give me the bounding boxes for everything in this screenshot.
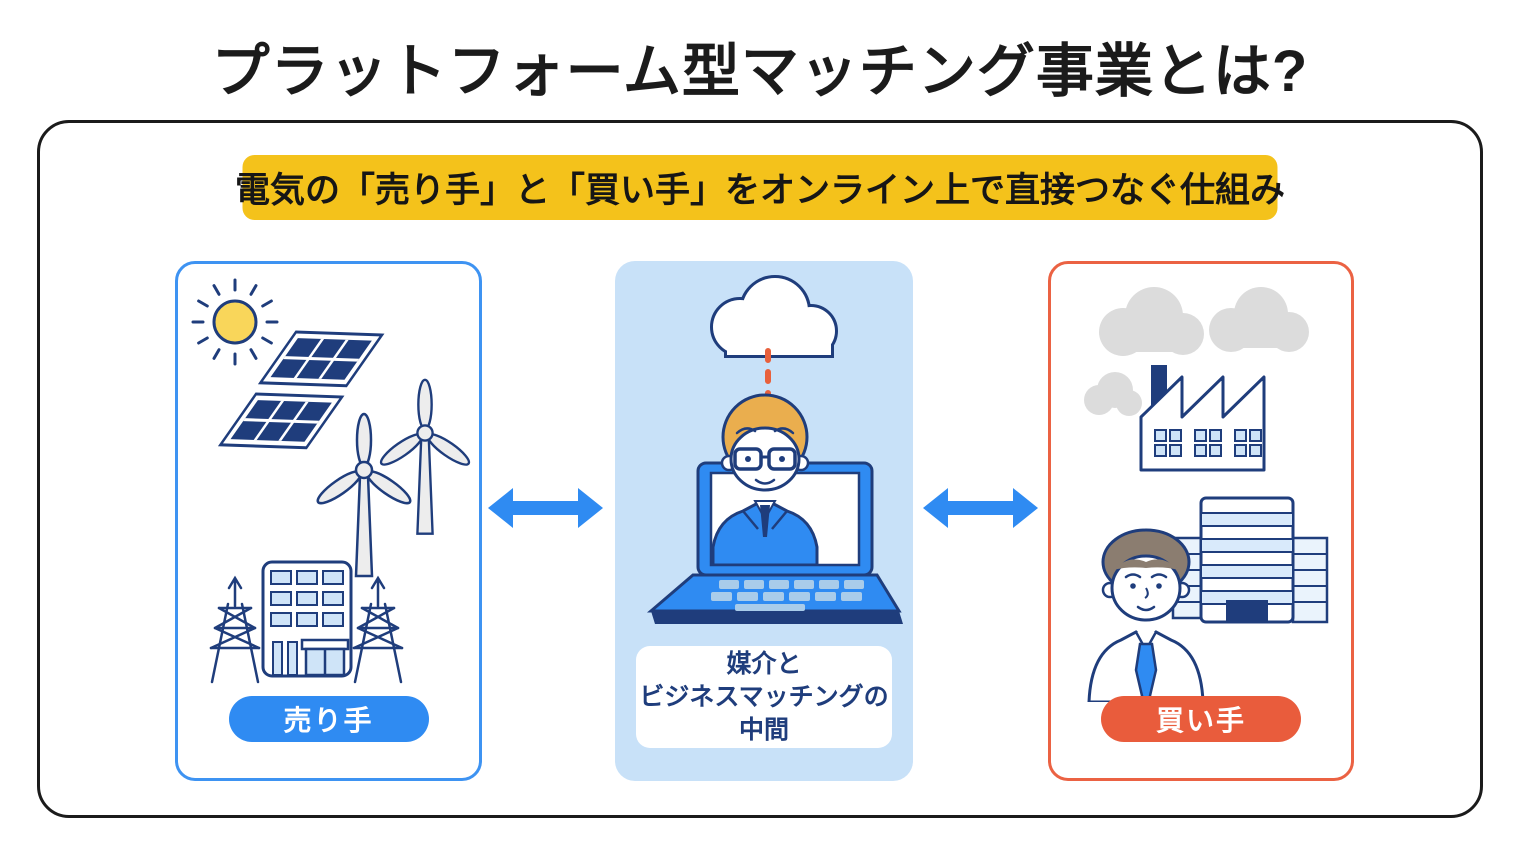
buyer-panel: 買い手 [1048, 261, 1354, 781]
caption-line: 中間 [738, 715, 789, 744]
electricity-consumer-illustration [1084, 287, 1329, 702]
renewable-energy-illustration [191, 278, 474, 684]
video-call-operator-icon [720, 393, 810, 492]
operator-suit [711, 500, 819, 565]
power-company-building-icon [261, 560, 353, 678]
laptop-base [646, 573, 903, 624]
cloud-icon [710, 275, 838, 358]
seller-panel: 売り手 [175, 261, 482, 781]
platform-buyer-arrow-icon [923, 488, 1038, 528]
smoke-icon [1084, 287, 1309, 416]
diagram-frame: 電気の「売り手」と「買い手」をオンライン上で直接つなぐ仕組み [37, 120, 1483, 818]
wind-turbine-icon [312, 378, 474, 578]
caption-line: ビジネスマッチングの [639, 682, 889, 711]
seller-badge: 売り手 [228, 696, 429, 742]
platform-panel: 媒介と ビジネスマッチングの 中間 [615, 261, 913, 781]
factory-icon [1139, 365, 1266, 472]
sun-icon [191, 278, 279, 366]
office-building-icon [1171, 496, 1329, 624]
seller-platform-arrow-icon [488, 488, 603, 528]
online-platform-illustration [646, 275, 903, 624]
buyer-badge: 買い手 [1101, 696, 1301, 742]
caption-line: 媒介と [726, 649, 802, 678]
solar-panel-icon [217, 330, 385, 450]
subtitle-banner: 電気の「売り手」と「買い手」をオンライン上で直接つなぐ仕組み [235, 155, 1285, 220]
platform-caption: 媒介と ビジネスマッチングの 中間 [636, 646, 892, 748]
page-title: プラットフォーム型マッチング事業とは? [211, 39, 1309, 104]
businessman-icon [1087, 528, 1205, 702]
